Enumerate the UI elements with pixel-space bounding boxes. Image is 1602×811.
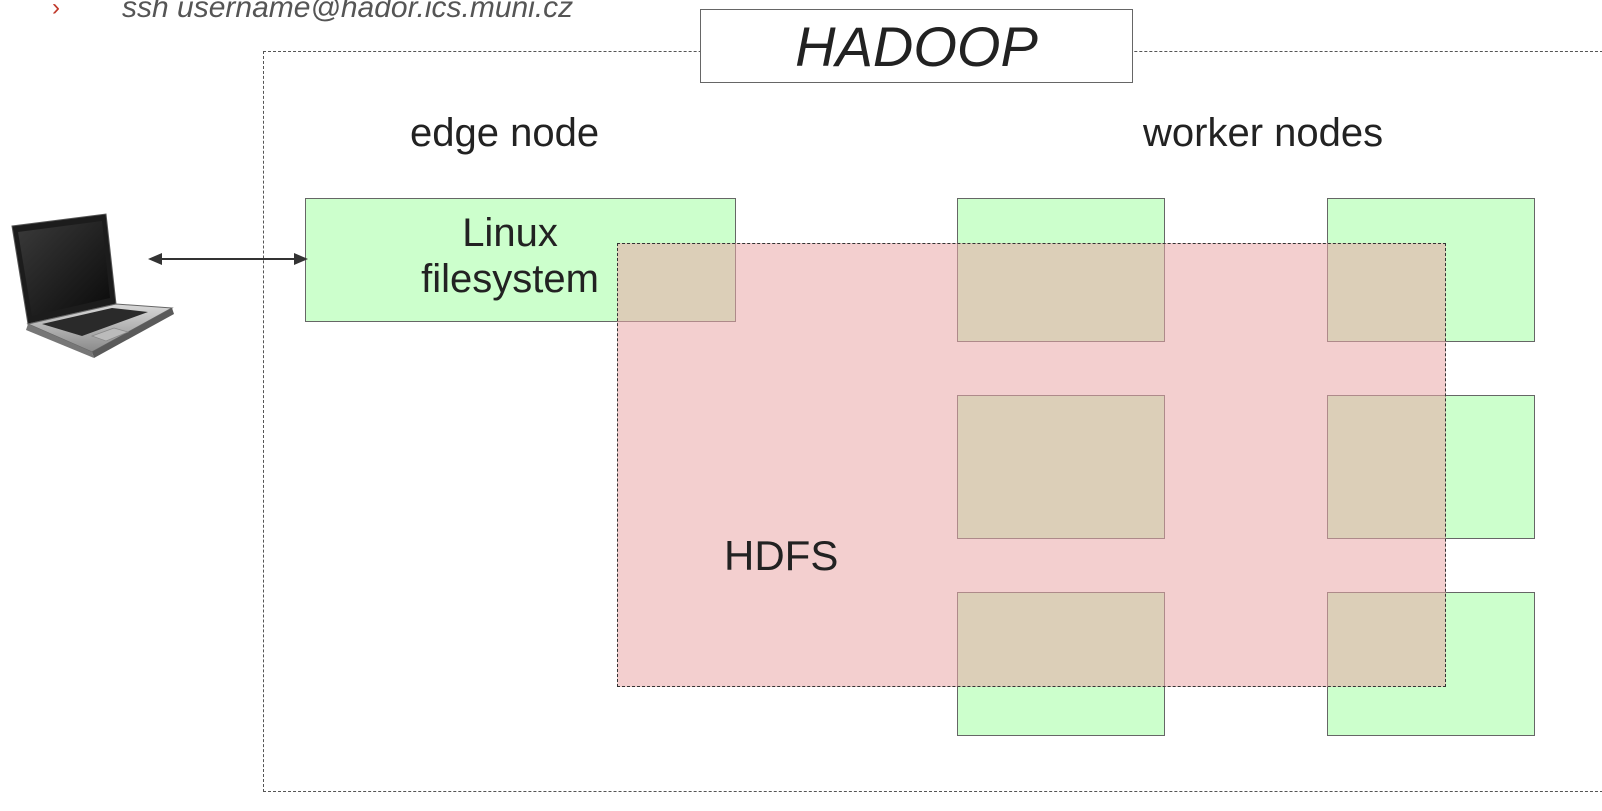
bullet-icon: › (52, 0, 60, 21)
hadoop-title: HADOOP (700, 9, 1133, 83)
hdfs-label: HDFS (724, 532, 839, 579)
laptop-icon (11, 213, 174, 358)
ssh-command-text: ssh username@hador.ics.muni.cz (122, 0, 574, 24)
hdfs-region (617, 243, 1446, 687)
hadoop-title-text: HADOOP (795, 14, 1038, 78)
double-arrow-icon (148, 253, 308, 265)
worker-nodes-label: worker nodes (1143, 111, 1384, 155)
linux-filesystem-line-2: filesystem (421, 257, 599, 301)
linux-filesystem-label: Linux filesystem (396, 210, 624, 302)
linux-filesystem-line-1: Linux (462, 211, 558, 255)
edge-node-label: edge node (410, 111, 600, 155)
